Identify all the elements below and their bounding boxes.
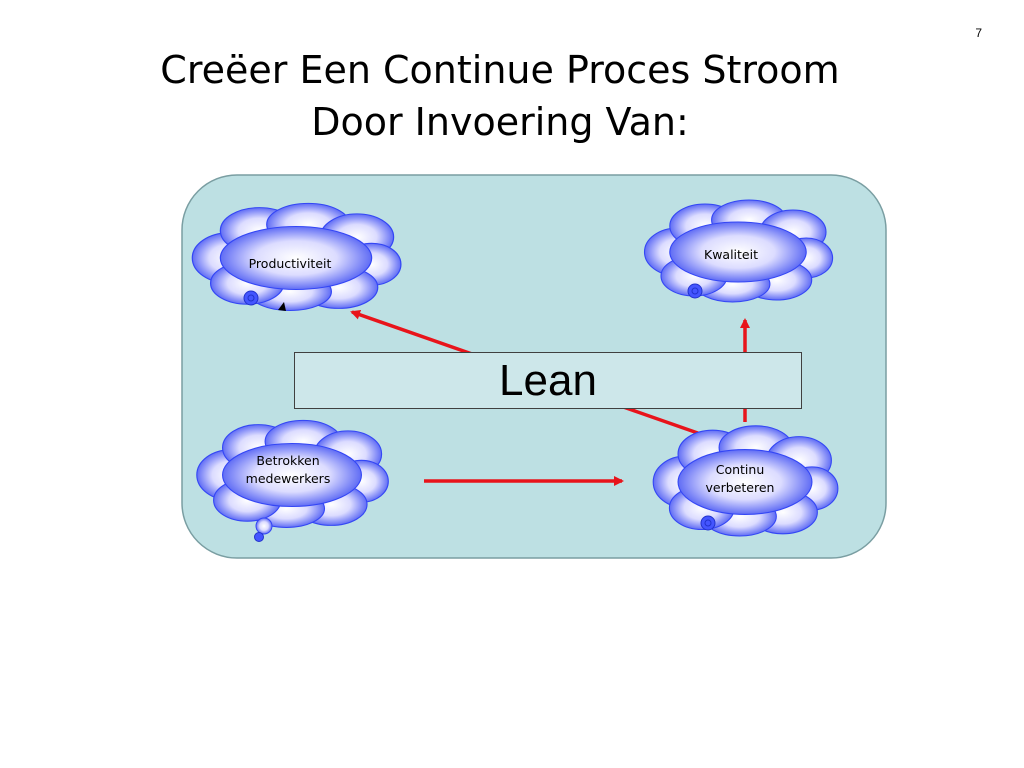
label-line: Continu bbox=[715, 462, 765, 477]
thought-bubble bbox=[704, 519, 712, 527]
thought-bubble bbox=[691, 287, 699, 295]
lean-box: Lean bbox=[294, 352, 802, 409]
thought-bubble bbox=[254, 532, 264, 542]
thought-bubble bbox=[687, 283, 703, 299]
label-continu-verbeteren: Continu verbeteren bbox=[685, 461, 795, 497]
label-productiviteit: Productiviteit bbox=[248, 256, 332, 271]
label-betrokken-medewerkers: Betrokken medewerkers bbox=[228, 452, 348, 488]
thought-bubble bbox=[243, 290, 259, 306]
label-line: Betrokken bbox=[256, 453, 320, 468]
pointer-marker bbox=[278, 302, 286, 311]
title-line-2: Door Invoering Van: bbox=[311, 100, 689, 144]
thought-bubble bbox=[700, 515, 716, 531]
title-line-1: Creëer Een Continue Proces Stroom bbox=[160, 48, 840, 92]
thought-bubble bbox=[255, 517, 273, 535]
slide-title: Creëer Een Continue Proces Stroom Door I… bbox=[0, 44, 1000, 148]
label-line: verbeteren bbox=[705, 480, 775, 495]
label-kwaliteit: Kwaliteit bbox=[704, 247, 758, 262]
thought-bubble bbox=[247, 294, 255, 302]
page-number: 7 bbox=[975, 26, 982, 40]
label-line: medewerkers bbox=[245, 471, 331, 486]
